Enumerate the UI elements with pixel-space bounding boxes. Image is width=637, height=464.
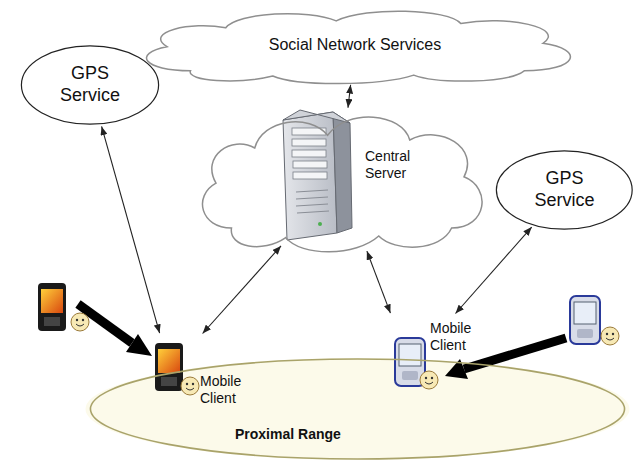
connector-arrow <box>367 251 391 313</box>
connector-arrow <box>348 85 351 108</box>
range-fill <box>86 358 630 460</box>
node-label: Mobile Client <box>200 373 256 407</box>
service-ellipse: GPS Service <box>20 45 160 125</box>
moving-phone-left <box>38 283 66 331</box>
service-ellipse: GPS Service <box>495 150 634 230</box>
outline-path <box>202 117 482 252</box>
node-label: Mobile Client <box>430 320 486 354</box>
client-phone-left <box>155 343 183 391</box>
range-ellipse: Proximal RangeMobile ClientMobile Client <box>85 358 630 460</box>
node-label: Proximal Range <box>235 426 341 443</box>
smiley <box>181 377 199 395</box>
smiley <box>71 313 89 331</box>
outline-path <box>21 46 158 124</box>
connector-arrow <box>102 126 160 333</box>
node-label: Social Network Services <box>269 35 442 54</box>
cloud-node: Social Network Services <box>120 2 590 88</box>
outline-path <box>147 11 571 83</box>
smiley <box>420 371 438 389</box>
connector-arrow <box>456 227 532 313</box>
node-label: GPS Service <box>45 63 135 106</box>
server-cloud: Central Server <box>185 100 495 260</box>
node-outline <box>185 100 495 260</box>
node-outline <box>85 358 630 460</box>
node-label: GPS Service <box>519 168 609 211</box>
node-label: Central Server <box>365 148 427 182</box>
client-node: Mobile Client <box>390 315 490 390</box>
outline-path <box>497 151 633 229</box>
moving-phone-right <box>570 296 600 344</box>
connector-arrow <box>203 246 281 334</box>
move-arrow-left <box>78 304 152 356</box>
outline-path <box>90 359 624 459</box>
client-node: Mobile Client <box>150 335 260 411</box>
smiley <box>601 327 619 345</box>
server-tower <box>283 110 352 240</box>
